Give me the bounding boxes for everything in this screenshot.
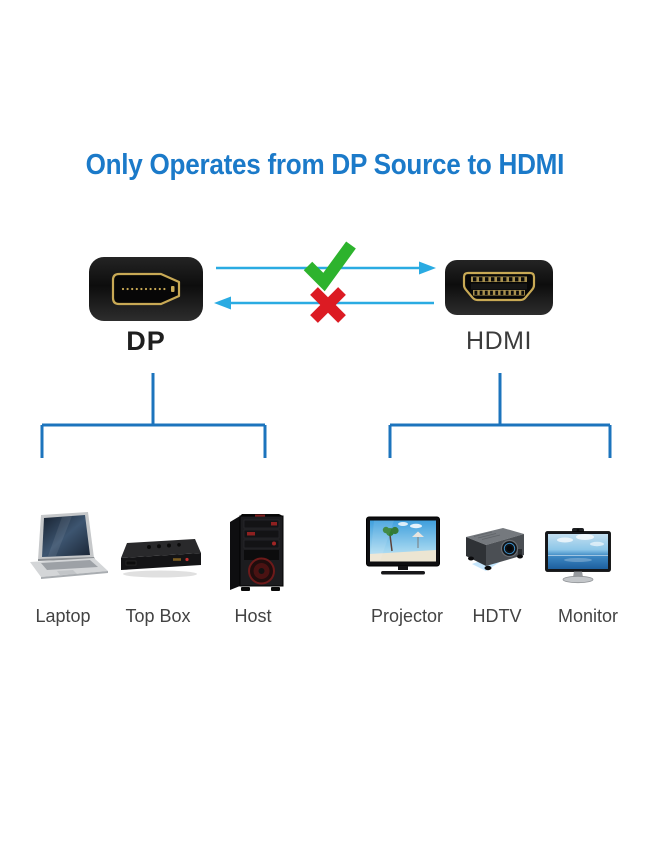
displayport-plug-icon <box>89 257 203 321</box>
device-label: Projector <box>370 606 444 626</box>
pc-tower-icon <box>230 514 284 591</box>
headline: Only Operates from DP Source to HDMI <box>0 149 650 182</box>
device-label: HDTV <box>472 606 522 626</box>
projector-icon <box>466 528 524 571</box>
tv-icon <box>366 516 440 575</box>
display-bracket <box>388 373 612 458</box>
cross-icon <box>310 287 346 323</box>
laptop-icon <box>30 512 108 579</box>
hdmi-label: HDMI <box>466 327 532 355</box>
device-label: Laptop <box>35 606 91 626</box>
headline-text: Only Operates from DP Source to HDMI <box>85 149 565 181</box>
forward-arrow-icon <box>216 261 436 275</box>
bracket-trees <box>40 373 612 458</box>
set-top-box-icon <box>121 539 201 578</box>
dp-label: DP <box>126 326 166 356</box>
device-label: Host <box>234 606 272 626</box>
device-label: Monitor <box>557 606 619 626</box>
direction-arrows <box>214 241 436 323</box>
check-icon <box>303 241 356 292</box>
source-bracket <box>40 373 267 458</box>
device-label: Top Box <box>125 606 191 626</box>
monitor-icon <box>545 528 611 584</box>
hdmi-plug-icon <box>445 260 553 315</box>
